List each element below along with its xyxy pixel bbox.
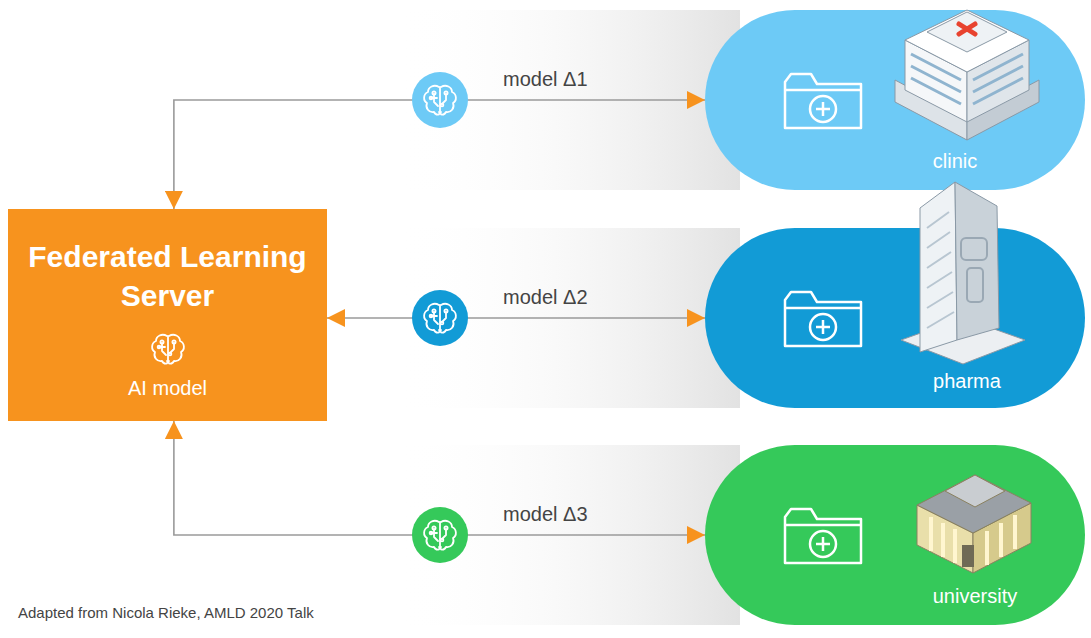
server-subtitle: AI model: [128, 377, 207, 400]
server-title: Federated Learning Server: [23, 237, 313, 315]
building-illustration: [705, 445, 1085, 625]
building-illustration: [705, 10, 1085, 190]
edge-label: model Δ3: [503, 503, 588, 526]
edge-label: model Δ2: [503, 286, 588, 309]
server-box: Federated Learning Server AI model: [8, 209, 327, 421]
model-update-arrow: [327, 317, 705, 319]
clinic-band: clinic: [705, 10, 1085, 190]
building-illustration: [705, 228, 1085, 408]
model-icon: [412, 507, 468, 563]
source-caption: Adapted from Nicola Rieke, AMLD 2020 Tal…: [18, 604, 314, 621]
model-icon: [412, 72, 468, 128]
university-band: university: [705, 445, 1085, 625]
site-label: university: [895, 585, 1055, 608]
model-icon: [412, 290, 468, 346]
site-label: pharma: [887, 370, 1047, 393]
site-label: clinic: [875, 150, 1035, 173]
edge-label: model Δ1: [503, 68, 588, 91]
ai-model-icon: [146, 327, 190, 371]
pharma-band: pharma: [705, 228, 1085, 408]
